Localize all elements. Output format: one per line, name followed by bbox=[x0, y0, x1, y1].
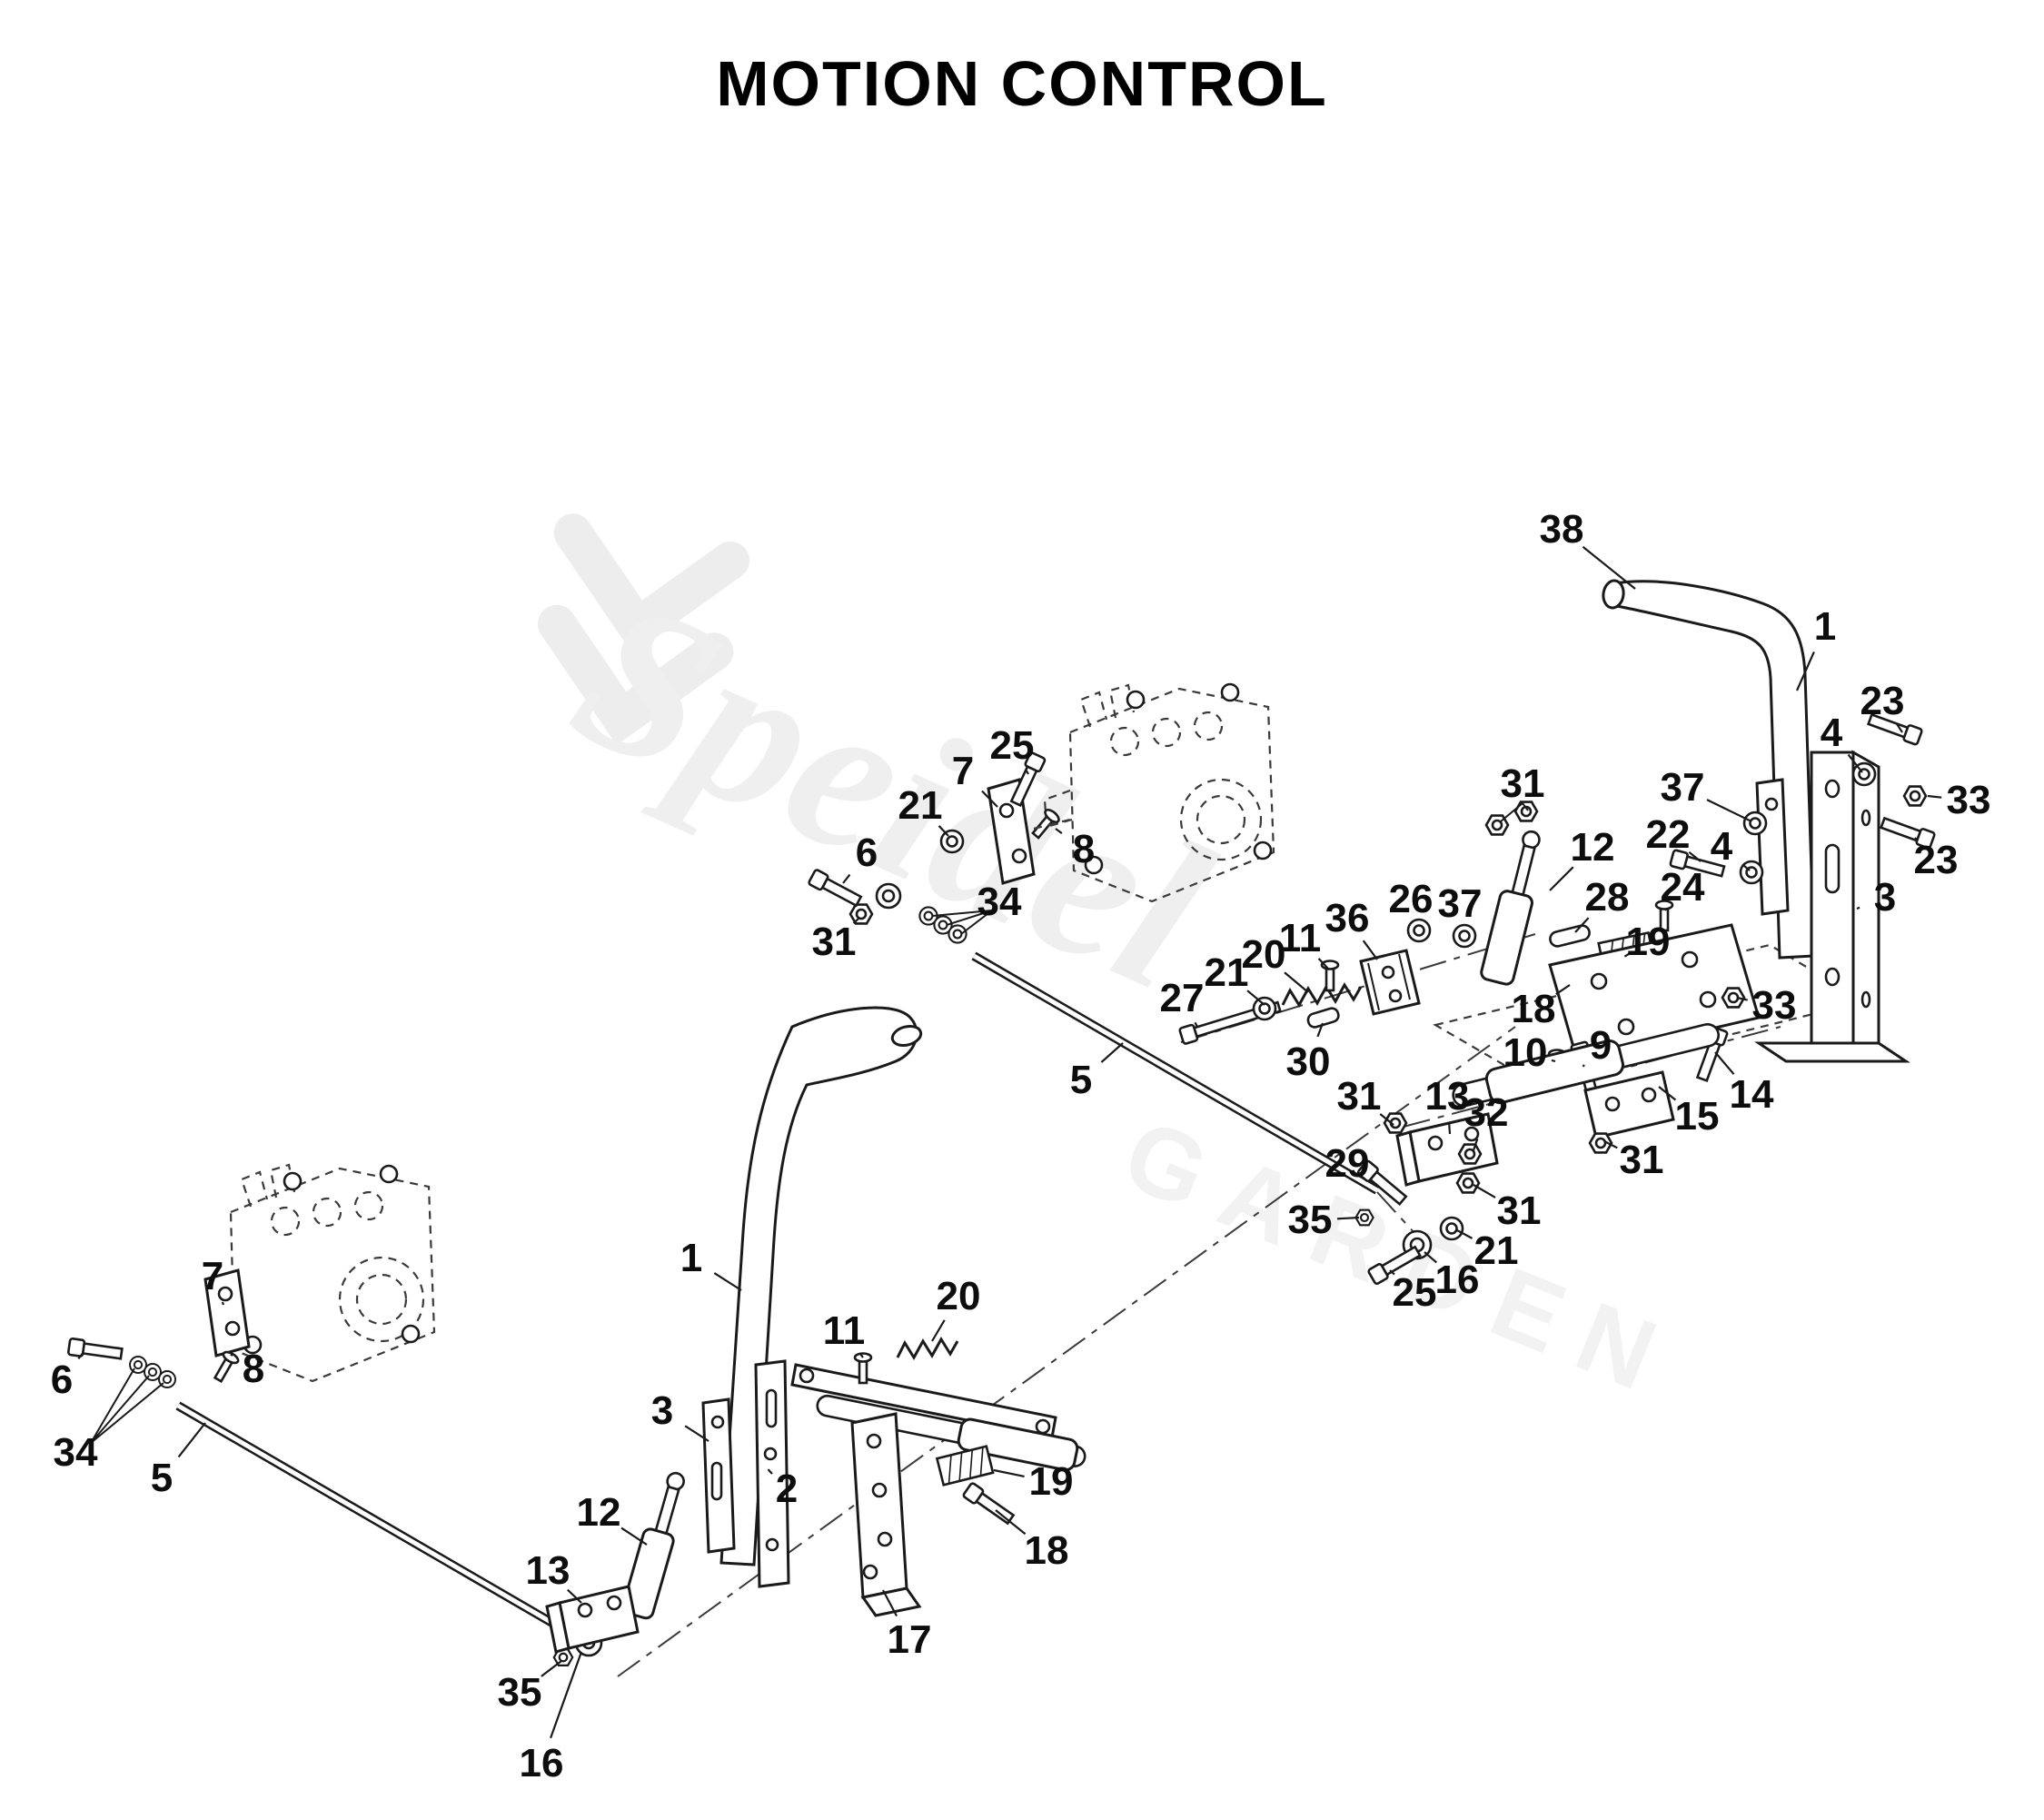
damper-12-right bbox=[1480, 830, 1541, 986]
leader-21-19 bbox=[938, 825, 949, 837]
leader-2-56 bbox=[767, 1468, 773, 1475]
left-arm-assembly bbox=[790, 1337, 1086, 1617]
leader-19-16 bbox=[1623, 951, 1632, 958]
top-bracket-7 bbox=[939, 751, 1071, 885]
leader-31-40 bbox=[1603, 1140, 1618, 1149]
leader-12-57 bbox=[620, 1527, 648, 1546]
spring-20-top bbox=[1281, 982, 1363, 1008]
leader-23-2 bbox=[1896, 723, 1903, 733]
grip-38 bbox=[1602, 579, 1625, 610]
leader-30-29 bbox=[1316, 1022, 1325, 1038]
leader-11-25 bbox=[1317, 958, 1329, 970]
watermark-logo-icon bbox=[537, 513, 750, 746]
leader-36-24 bbox=[1362, 940, 1378, 960]
leader-20-53 bbox=[931, 1319, 946, 1342]
leader-4-3 bbox=[1847, 753, 1863, 773]
leader-3-9 bbox=[1856, 906, 1860, 910]
leader-17-61 bbox=[882, 1589, 898, 1616]
leader-27-28 bbox=[1194, 1021, 1198, 1028]
leader-6-50 bbox=[77, 1351, 84, 1359]
spacer-28 bbox=[1549, 924, 1591, 948]
leader-32-39 bbox=[1472, 1139, 1479, 1151]
leader-18-31 bbox=[1555, 984, 1571, 996]
leader-25-46 bbox=[1389, 1269, 1395, 1276]
left-pump bbox=[66, 1163, 436, 1444]
leader-21-44 bbox=[1456, 1229, 1473, 1239]
leader-31-42 bbox=[1473, 1184, 1496, 1198]
middle-linkage bbox=[1178, 918, 1477, 1045]
page-title: MOTION CONTROL bbox=[716, 48, 1328, 119]
plate-19-left bbox=[935, 1445, 995, 1487]
leader-19-58 bbox=[993, 1468, 1025, 1478]
leader-11-54 bbox=[858, 1352, 864, 1358]
leader-13-60 bbox=[567, 1588, 582, 1604]
leader-31-23 bbox=[852, 917, 860, 924]
leader-6-21 bbox=[842, 873, 851, 884]
bracket-7-left bbox=[203, 1268, 251, 1358]
leader-28-14 bbox=[1574, 917, 1590, 933]
spacer-30 bbox=[1306, 1007, 1340, 1029]
leader-4-7 bbox=[1741, 863, 1751, 871]
leader-22-6 bbox=[1688, 850, 1702, 862]
leader-21-27 bbox=[1246, 990, 1265, 1006]
leader-7-17 bbox=[981, 790, 998, 808]
leader-5-30 bbox=[1100, 1042, 1124, 1063]
leader-33-32 bbox=[1736, 996, 1748, 1001]
leader-13-38 bbox=[1448, 1123, 1452, 1135]
spring-20-bottom bbox=[896, 1337, 959, 1360]
leader-8-49 bbox=[230, 1353, 233, 1357]
leader-18-59 bbox=[995, 1509, 1027, 1536]
leader-31-37 bbox=[1379, 1113, 1394, 1126]
leader-1-1 bbox=[1795, 651, 1815, 691]
leader-9-34 bbox=[1582, 1064, 1585, 1068]
leader-25-18 bbox=[1025, 769, 1029, 775]
leader-35-62 bbox=[541, 1660, 562, 1677]
leader-15-36 bbox=[1658, 1086, 1677, 1101]
grip-1-left bbox=[890, 1024, 923, 1048]
leader-1-47 bbox=[713, 1272, 742, 1291]
leader-20-26 bbox=[1284, 971, 1309, 993]
leader-23-8 bbox=[1914, 837, 1919, 841]
right-lever bbox=[1602, 579, 1937, 1063]
leader-16-45 bbox=[1424, 1251, 1437, 1264]
leader-16-63 bbox=[550, 1651, 583, 1739]
leader-14-35 bbox=[1714, 1051, 1735, 1075]
leader-12-11 bbox=[1549, 866, 1574, 891]
right-pump bbox=[1027, 682, 1275, 903]
leader-3-55 bbox=[684, 1425, 709, 1442]
leader-37-4 bbox=[1706, 799, 1752, 822]
damper-12-left bbox=[621, 1471, 685, 1620]
leader-33-5 bbox=[1927, 794, 1942, 799]
leader-10-33 bbox=[1551, 1059, 1556, 1063]
leader-8-20 bbox=[1055, 828, 1063, 835]
right-shaft-assembly bbox=[1354, 1023, 1720, 1287]
control-rods bbox=[175, 868, 1380, 1666]
leader-38-0 bbox=[1582, 545, 1636, 590]
leader-5-52 bbox=[177, 1422, 206, 1458]
